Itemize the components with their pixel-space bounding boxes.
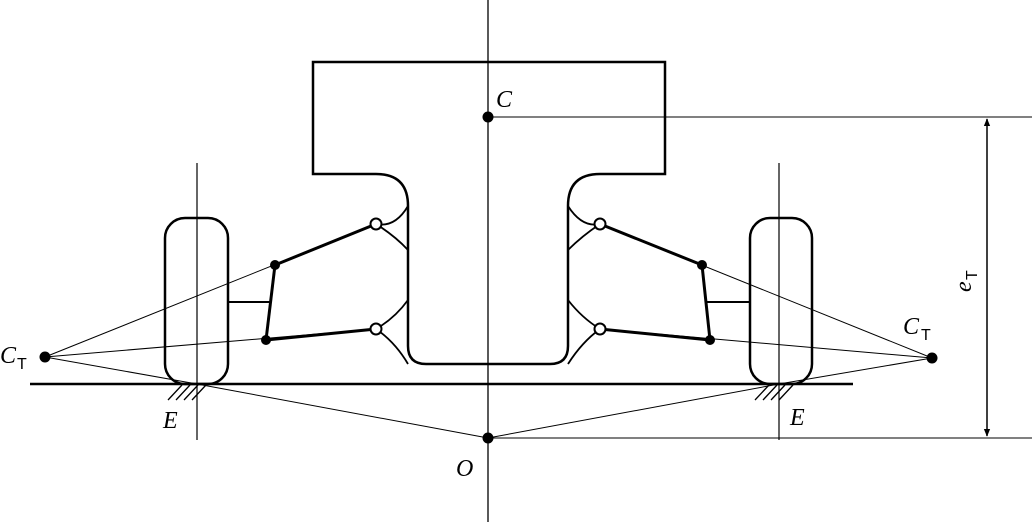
label-e-right: E (789, 405, 805, 431)
label-o: O (456, 456, 473, 482)
label-ct-right-subscript: T (921, 327, 931, 344)
right-lower-ball-joint (705, 335, 715, 345)
label-et: e T (951, 270, 981, 292)
label-ct-left-subscript: T (17, 356, 27, 373)
left-upper-body-pivot (369, 217, 383, 231)
label-et-letter: e (951, 281, 977, 292)
point-o (482, 432, 494, 444)
right-upper-body-pivot (593, 217, 607, 231)
label-et-subscript: T (964, 270, 981, 280)
right-wheel (748, 216, 814, 386)
right-body-mounts (567, 205, 601, 365)
right-lower-body-pivot (593, 322, 607, 336)
construction-lines (44, 223, 933, 439)
label-ct-left: C (0, 343, 17, 369)
point-ct-right (926, 352, 938, 364)
left-suspension-arms (264, 222, 377, 342)
point-c (482, 111, 494, 123)
right-suspension-arms (599, 222, 712, 342)
left-upper-ball-joint (270, 260, 280, 270)
label-ct-right: C (903, 314, 920, 340)
label-e-left: E (162, 408, 178, 434)
right-contact-hatch (754, 384, 794, 401)
left-contact-hatch (167, 384, 207, 401)
left-lower-ball-joint (261, 335, 271, 345)
left-lower-body-pivot (369, 322, 383, 336)
label-c: C (496, 87, 513, 113)
left-body-mounts (375, 205, 409, 365)
point-ct-left (39, 351, 51, 363)
right-upper-ball-joint (697, 260, 707, 270)
vehicle-body (311, 60, 667, 366)
